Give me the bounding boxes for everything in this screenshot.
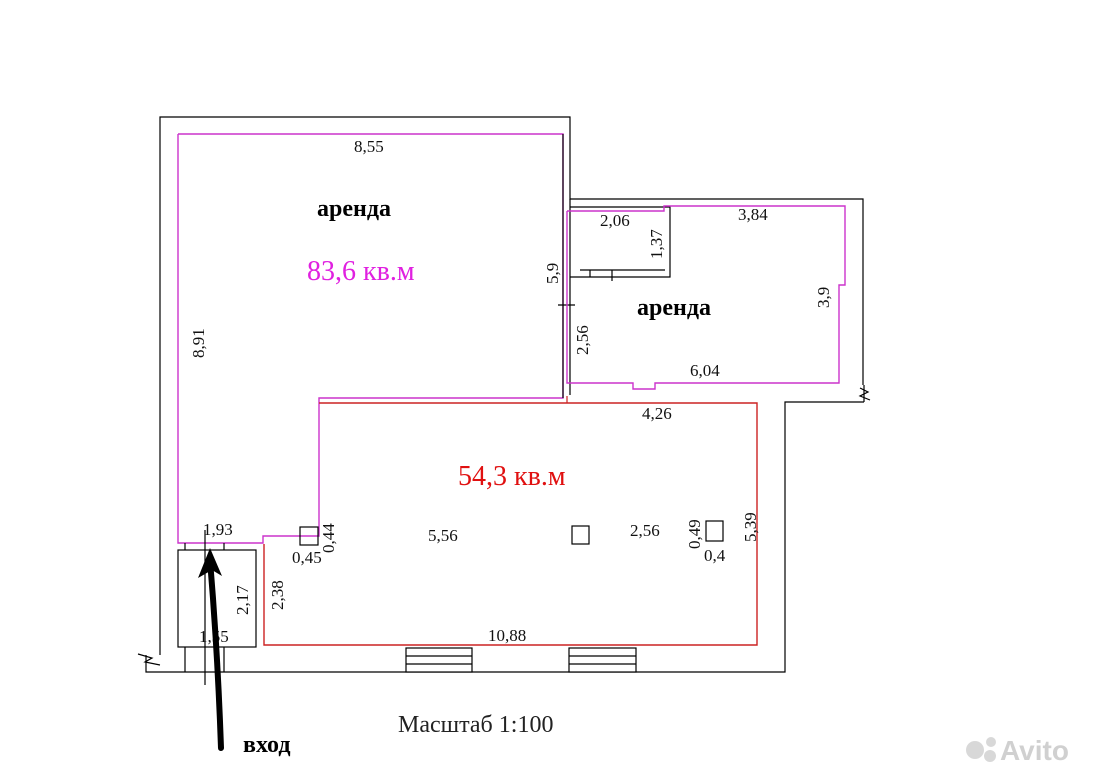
dim-main-inner: 5,56 bbox=[428, 526, 458, 545]
dim-right-room-bottom: 6,04 bbox=[690, 361, 720, 380]
column-left bbox=[299, 526, 319, 546]
scale-label: Масштаб 1:100 bbox=[398, 712, 553, 738]
entrance-arrow bbox=[198, 548, 224, 751]
rent-label-2: аренда bbox=[637, 295, 711, 321]
main-area-outline bbox=[263, 402, 758, 646]
dim-left-height: 8,91 bbox=[189, 328, 208, 358]
dim-lower-wall: 2,56 bbox=[573, 325, 592, 355]
dim-mid-wall: 5,9 bbox=[543, 263, 562, 284]
window-right bbox=[568, 647, 637, 673]
dim-main-top: 4,26 bbox=[642, 404, 672, 423]
outer-walls bbox=[137, 116, 871, 673]
vestibule bbox=[177, 530, 257, 685]
dim-right-col-height: 0,49 bbox=[685, 519, 704, 549]
entrance-label: вход bbox=[243, 732, 291, 758]
dim-right-col-width: 0,4 bbox=[704, 546, 726, 565]
column-right bbox=[705, 520, 724, 542]
window-left bbox=[405, 647, 473, 673]
storage-room bbox=[570, 206, 671, 281]
rent-area-2-outline bbox=[566, 205, 846, 390]
dim-main-inner-right: 2,56 bbox=[630, 521, 660, 540]
dim-right-room-top: 3,84 bbox=[738, 205, 768, 224]
dim-corridor-width: 1,93 bbox=[203, 520, 233, 539]
dim-column-height: 0,44 bbox=[319, 523, 338, 553]
dim-main-bottom: 10,88 bbox=[488, 626, 526, 645]
dim-storage-height: 1,37 bbox=[647, 229, 666, 259]
rent-label-1: аренда bbox=[317, 196, 391, 222]
dim-right-room-height: 3,9 bbox=[814, 287, 833, 308]
watermark-text: Avito bbox=[1000, 735, 1069, 766]
dim-vestibule-height: 2,17 bbox=[233, 585, 252, 615]
column-center bbox=[571, 525, 590, 545]
dim-storage-width: 2,06 bbox=[600, 211, 630, 230]
area-label-2: 54,3 кв.м bbox=[458, 461, 566, 492]
dim-column-width: 0,45 bbox=[292, 548, 322, 567]
avito-watermark: Avito bbox=[966, 735, 1069, 766]
dim-main-right-height: 5,39 bbox=[741, 512, 760, 542]
dim-top-width: 8,55 bbox=[354, 137, 384, 156]
area-label-1: 83,6 кв.м bbox=[307, 256, 415, 287]
dim-lower-left-height: 2,38 bbox=[268, 580, 287, 610]
